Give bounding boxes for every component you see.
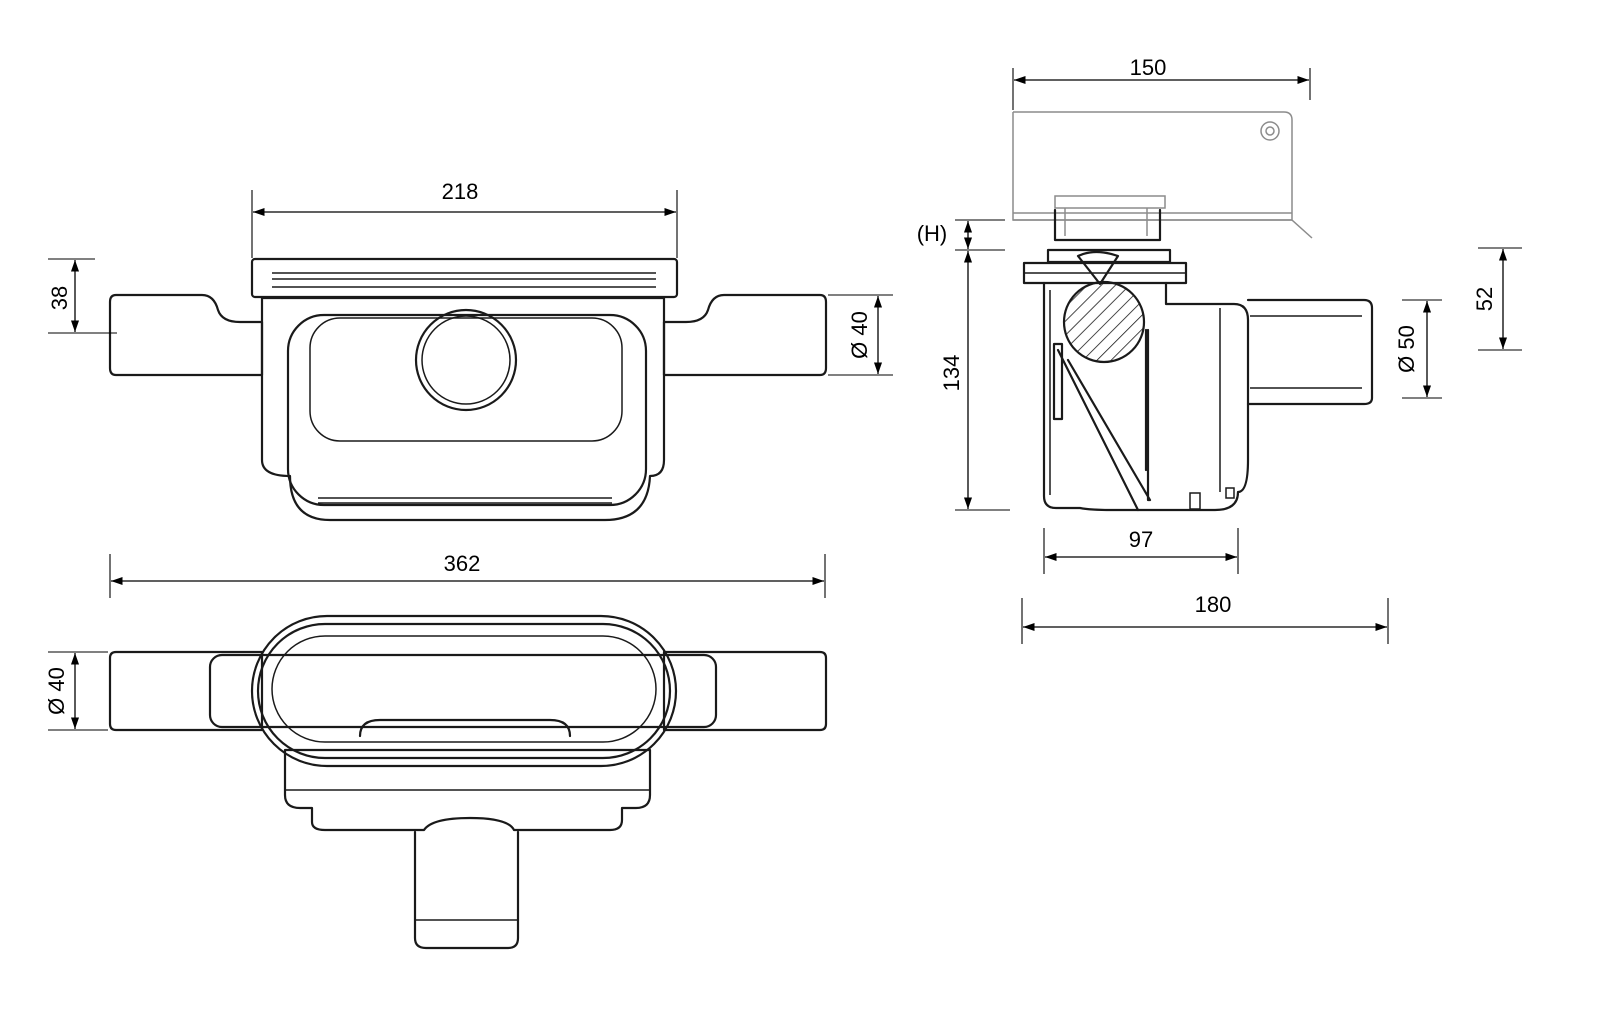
bottom-outlet-label: Ø 40 [44,667,69,715]
side-inner-wall [1056,328,1152,512]
front-right-outlet [662,293,828,377]
side-top-label: 150 [1130,55,1167,80]
front-body-inner [286,313,648,507]
dim-side-height: 134 [939,251,1010,511]
side-cone [1076,250,1120,286]
bottom-left-outlet [108,650,264,732]
side-flange-top [1046,248,1172,264]
side-depth-97-label: 97 [1129,527,1153,552]
dim-front-width: 218 [251,179,678,258]
dim-side-h: (H) [917,219,1005,251]
bottom-grate-edge [358,718,572,738]
side-grate-frame [1053,208,1162,242]
bottom-right-outlet [662,650,828,732]
bottom-outlet-pipe [413,830,520,950]
side-h-label: (H) [917,221,948,246]
dim-overall-width: 362 [109,551,826,598]
side-seal [1052,342,1064,421]
dim-side-top: 150 [1012,55,1311,110]
front-grate [250,257,679,299]
side-flange [1022,261,1188,285]
dim-side-180: 180 [1021,592,1389,644]
dim-front-height: 38 [47,258,117,334]
bottom-view [108,614,828,950]
dim-bottom-outlet: Ø 40 [44,651,108,731]
front-view [108,257,828,522]
side-floor-ghost [1012,111,1313,239]
side-outlet-label: Ø 50 [1394,325,1419,373]
front-width-label: 218 [442,179,479,204]
dim-side-outlet: Ø 50 [1394,299,1442,399]
side-outlet-height-label: 52 [1472,287,1497,311]
bottom-body [283,748,652,832]
bottom-outlet-flange [208,653,718,729]
side-depth-180-label: 180 [1195,592,1232,617]
dim-side-97: 97 [1043,527,1239,574]
front-outlet-circle [414,308,518,412]
front-outlet-label: Ø 40 [847,311,872,359]
front-body [260,296,666,522]
front-height-label: 38 [47,286,72,310]
bottom-oval-mid [256,622,672,760]
front-left-outlet [108,293,264,377]
side-outlet-pipe [1246,298,1374,406]
dim-side-52: 52 [1472,247,1522,351]
side-height-label: 134 [939,355,964,392]
bottom-oval-inner [271,635,657,743]
overall-width-label: 362 [444,551,481,576]
dim-front-outlet: Ø 40 [828,294,893,376]
side-body [1042,281,1250,512]
side-section-hatch [1062,280,1146,364]
bottom-oval-outer [250,614,678,768]
front-chamber [309,317,623,442]
side-view [1012,111,1374,512]
